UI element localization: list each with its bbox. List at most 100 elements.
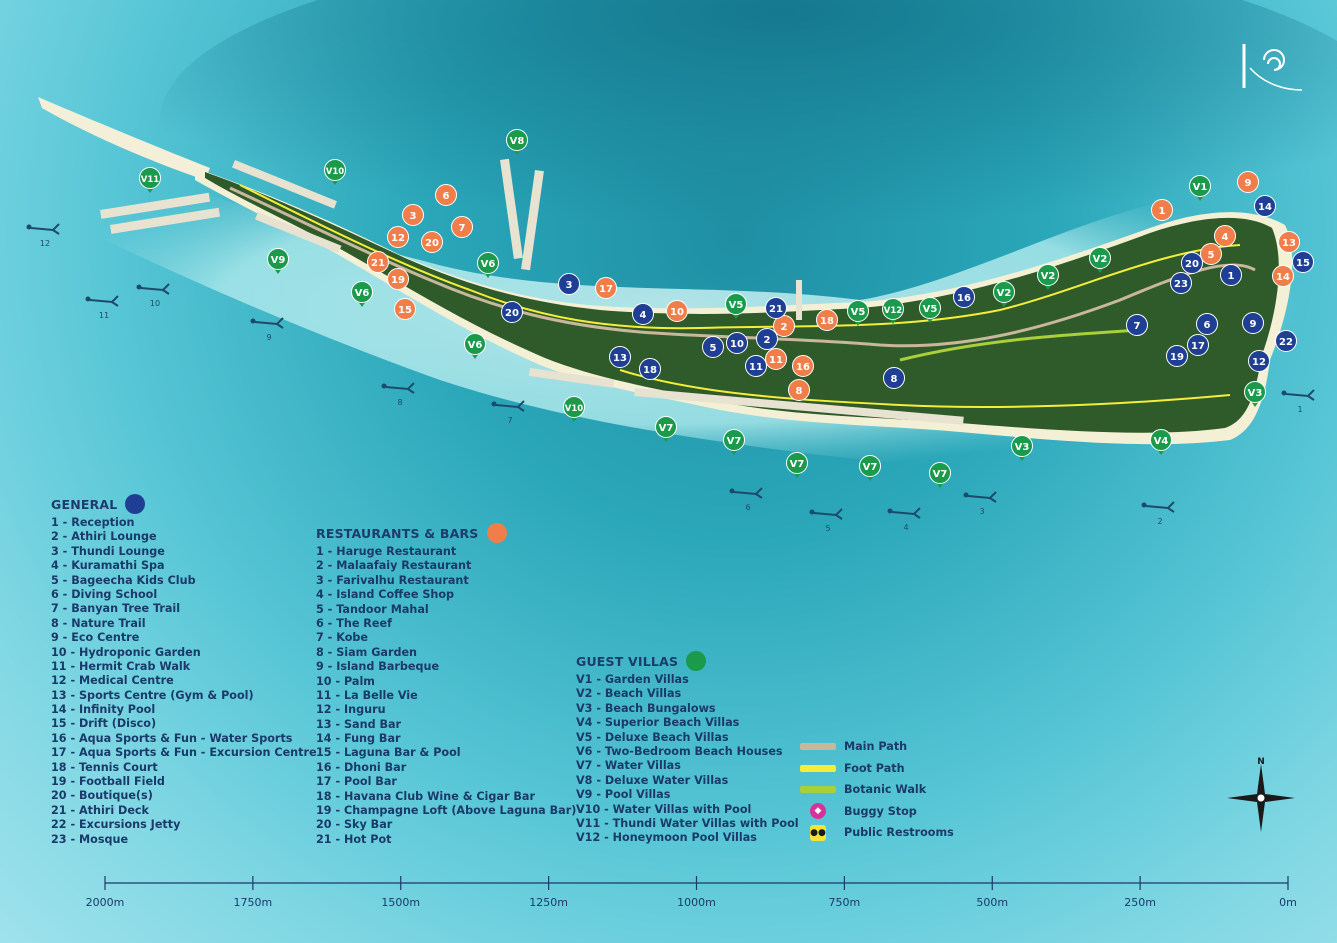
general-marker-label: 5 [710,343,717,354]
villa-marker-label: V3 [1248,388,1263,399]
restaurants-legend-item: 17 - Pool Bar [316,775,397,789]
restaurant-marker-label: 16 [796,362,810,373]
villa-marker: V7 [655,416,677,442]
scale-bar [104,876,1289,890]
scale-label: 1250m [529,896,568,909]
restaurant-marker-label: 5 [1208,250,1215,261]
restaurant-marker: 4 [1214,225,1236,247]
restaurants-legend-item: 14 - Fung Bar [316,732,401,746]
general-marker: 8 [883,367,905,389]
dive-site-label: 7 [507,416,512,425]
villas-legend-item: V6 - Two-Bedroom Beach Houses [576,744,783,758]
general-marker-label: 22 [1279,337,1293,348]
diver-icon: 6 [729,487,763,512]
general-marker-label: 4 [640,310,647,321]
sand-spit [38,97,210,180]
restaurant-marker: 13 [1278,231,1300,253]
general-legend-item: 8 - Nature Trail [51,616,146,630]
general-marker-label: 17 [1191,341,1205,352]
main-path-swatch [800,743,836,751]
villas-legend-item: V9 - Pool Villas [576,788,671,802]
restaurants-legend-item: 10 - Palm [316,674,375,688]
restroom-icon: ●● [810,824,826,841]
restaurants-legend-item: 2 - Malaafaiy Restaurant [316,559,472,573]
botanic-walk-legend-row: Botanic Walk [800,779,954,801]
botanic-walk-swatch [800,786,836,794]
restaurant-marker: 20 [421,231,443,253]
general-marker: 12 [1248,350,1270,372]
general-legend-item: 14 - Infinity Pool [51,703,156,717]
restaurants-legend-item: 12 - Inguru [316,703,386,717]
general-legend-item: 7 - Banyan Tree Trail [51,602,181,616]
general-marker-label: 21 [769,304,783,315]
general-legend-item: 17 - Aqua Sports & Fun - Excursion Centr… [51,746,317,760]
dive-site-label: 1 [1297,405,1302,414]
general-marker-label: 13 [613,353,627,364]
villa-marker: V5 [725,293,747,319]
restrooms-legend-row: ●● Public Restrooms [800,822,954,844]
restaurant-marker-label: 20 [425,238,439,249]
restaurant-marker: 3 [402,204,424,226]
buggy-stop-label: Buggy Stop [844,804,917,818]
dive-site-label: 8 [397,398,402,407]
restaurants-legend-title: RESTAURANTS & BARS [316,523,576,543]
restaurant-marker-label: 8 [796,386,803,397]
restaurant-marker-label: 4 [1222,232,1229,243]
general-marker: 13 [609,346,631,368]
diver-icon: 12 [26,223,60,248]
foot-path [239,184,1241,408]
villa-marker: V3 [1244,381,1266,407]
villa-marker: V8 [506,129,528,155]
villa-marker-label: V9 [271,255,286,266]
water-villas-v10 [232,160,342,254]
dive-site-label: 2 [1157,517,1162,526]
general-marker-label: 10 [730,339,744,350]
villas-legend-item: V11 - Thundi Water Villas with Pool [576,816,799,830]
main-path-label: Main Path [844,740,908,754]
foot-path-label: Foot Path [844,761,905,775]
villa-marker: V7 [723,429,745,455]
villa-marker: V7 [859,455,881,481]
diver-icon: 7 [491,400,525,425]
general-legend-item: 9 - Eco Centre [51,631,140,645]
general-marker-label: 12 [1252,357,1266,368]
restaurant-marker-label: 21 [371,258,385,269]
restaurants-legend-item: 5 - Tandoor Mahal [316,602,429,616]
scale-label: 2000m [85,896,125,909]
path-legend: Main Path Foot Path Botanic Walk ◆ Buggy… [800,736,954,844]
restaurant-marker-label: 9 [1245,178,1252,189]
villa-marker-label: V5 [729,300,744,311]
general-marker-label: 6 [1204,320,1211,331]
villa-marker-label: V7 [659,423,674,434]
restaurants-legend-item: 3 - Farivalhu Restaurant [316,573,469,587]
restaurants-legend-item: 6 - The Reef [316,616,392,630]
villa-marker-label: V2 [997,288,1012,299]
villa-marker: V6 [477,252,499,278]
scale-label: 250m [1124,896,1156,909]
restaurant-marker: 19 [387,268,409,290]
restaurant-marker-label: 13 [1282,238,1296,249]
restaurant-marker-label: 7 [459,223,466,234]
restaurant-marker-label: 10 [670,307,684,318]
restaurant-marker-label: 17 [599,284,613,295]
restaurants-legend-item: 7 - Kobe [316,631,368,645]
general-marker: 9 [1242,312,1264,334]
water-villas-v7 [528,368,964,425]
villa-marker-label: V10 [565,404,583,414]
restaurants-legend-item: 20 - Sky Bar [316,818,393,832]
compass-north-label: N [1257,757,1265,767]
scale-label: 1750m [233,896,273,909]
restaurants-legend-item: 11 - La Belle Vie [316,688,418,702]
general-legend-title: GENERAL [51,494,317,514]
villa-marker: V10 [563,396,585,422]
water-villas-v8 [500,158,544,271]
general-marker: 4 [632,303,654,325]
foot-path-swatch [800,764,836,772]
restaurant-marker: 17 [595,277,617,299]
villa-marker: V4 [1150,429,1172,455]
